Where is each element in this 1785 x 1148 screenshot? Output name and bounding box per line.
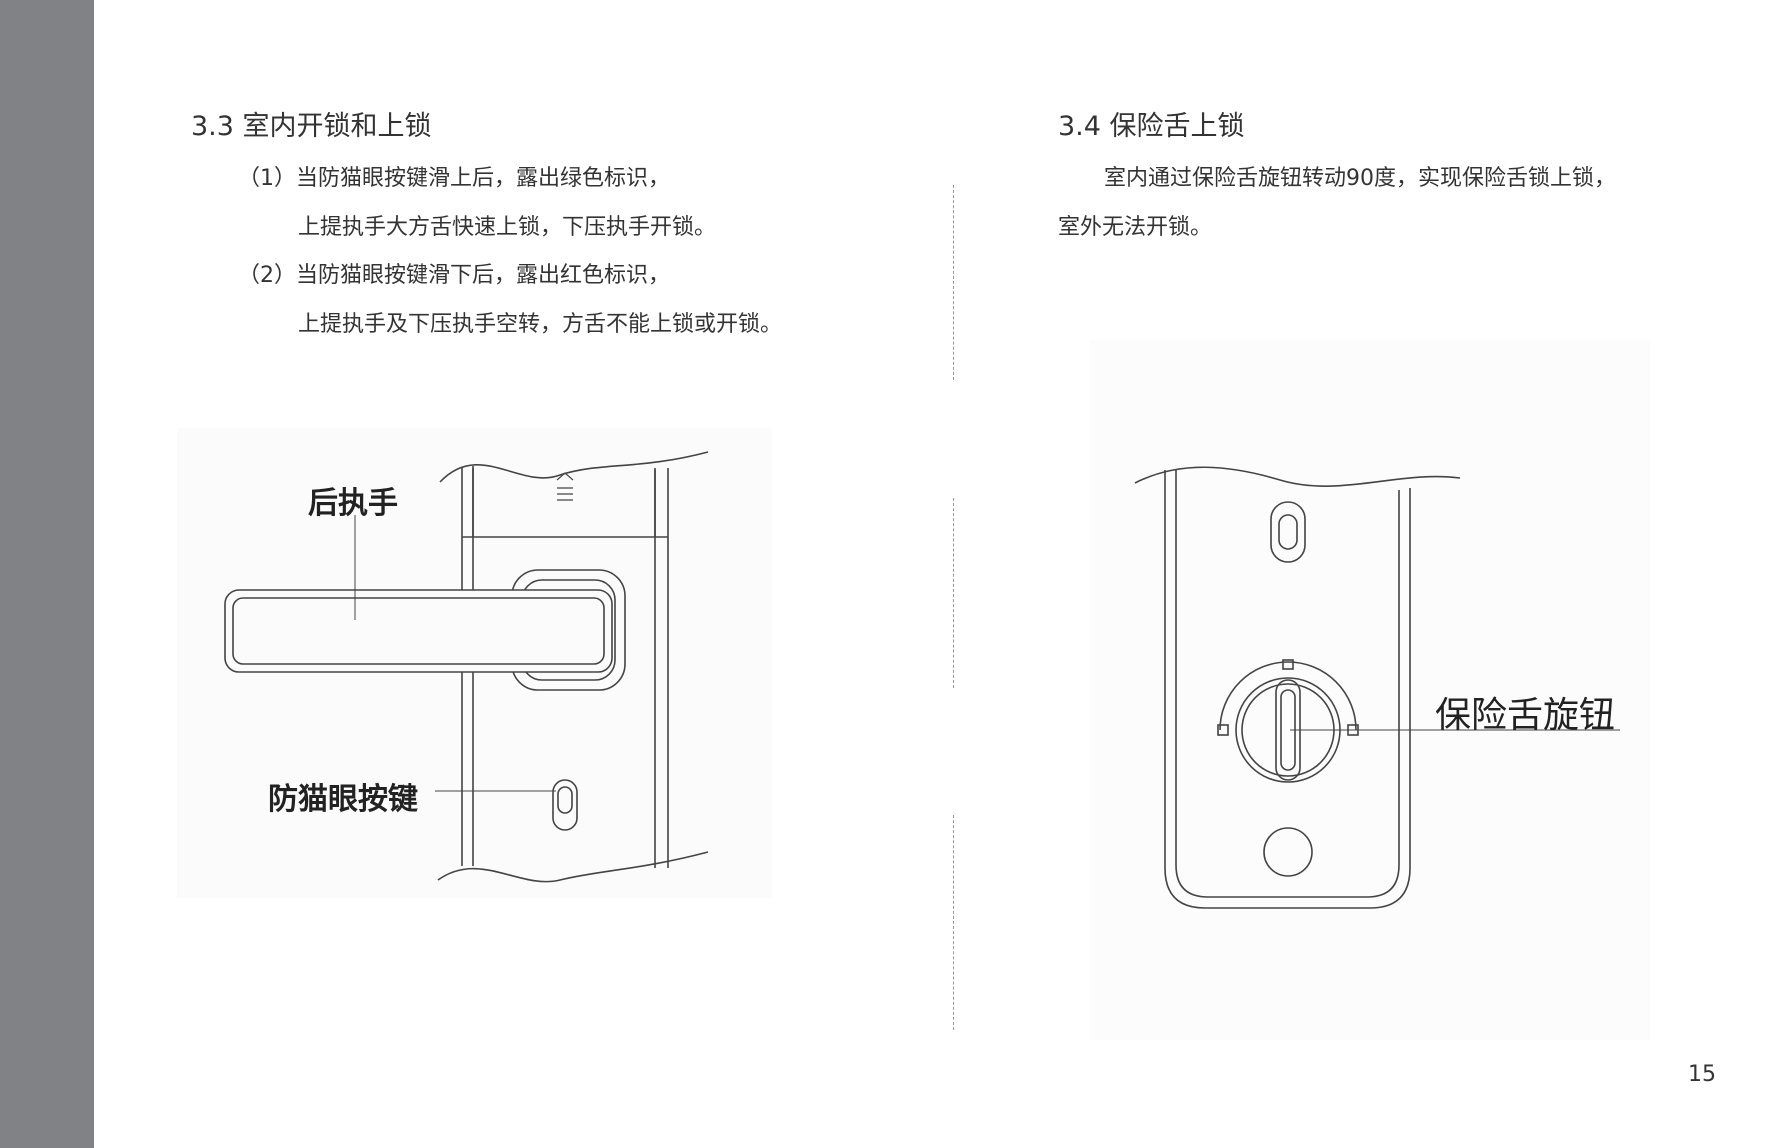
- column-divider: [953, 815, 954, 1030]
- section-heading-3-4: 3.4 保险舌上锁: [1058, 111, 1245, 142]
- paragraph-line-2: 室外无法开锁。: [1058, 215, 1213, 240]
- item-2-line-1: （2）当防猫眼按键滑下后，露出红色标识，: [238, 263, 670, 288]
- item-1-line-1: （1）当防猫眼按键滑上后，露出绿色标识，: [238, 166, 670, 191]
- section-heading-3-3: 3.3 室内开锁和上锁: [191, 111, 432, 142]
- item-1-line-2: 上提执手大方舌快速上锁，下压执手开锁。: [298, 215, 717, 240]
- paragraph-line-1: 室内通过保险舌旋钮转动90度，实现保险舌锁上锁，: [1104, 166, 1616, 191]
- page-number: 15: [1688, 1062, 1716, 1087]
- knob-label: 保险舌旋钮: [1435, 695, 1616, 736]
- column-divider: [953, 185, 954, 380]
- rear-handle-label: 后执手: [308, 486, 398, 521]
- handle-illustration: 后执手 防猫眼按键: [177, 428, 772, 898]
- knob-illustration: 保险舌旋钮: [1090, 340, 1650, 1040]
- item-2-line-2: 上提执手及下压执手空转，方舌不能上锁或开锁。: [298, 312, 783, 337]
- peephole-button-label: 防猫眼按键: [268, 782, 418, 817]
- column-divider: [953, 498, 954, 688]
- page-side-bar: [0, 0, 94, 1148]
